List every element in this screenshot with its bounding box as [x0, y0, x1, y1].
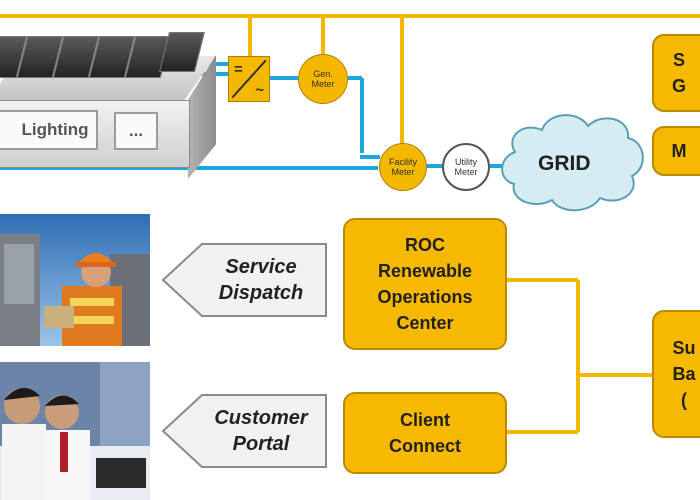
right-box-bottom-line3: (	[680, 390, 687, 410]
gen-meter: Gen.Meter	[298, 54, 348, 104]
roc-line1: ROC	[405, 235, 445, 255]
facility-meter-line2: Meter	[391, 167, 415, 177]
customer-portal-line1: Customer	[214, 407, 308, 429]
roc-line3: Operations	[377, 287, 473, 307]
service-dispatch-line1: Service	[225, 256, 297, 278]
grid-label: GRID	[538, 152, 591, 175]
client-connect-box: Client Connect	[343, 392, 507, 474]
roc-box: ROC Renewable Operations Center	[343, 218, 507, 350]
right-box-bottom-line2: Ba	[672, 364, 696, 384]
client-connect-line1: Client	[399, 410, 450, 430]
utility-meter-line1: Utility	[454, 157, 477, 167]
lighting-load: Lighting	[0, 110, 98, 150]
roc-line2: Renewable	[377, 261, 473, 281]
right-box-top-line2: G	[671, 76, 686, 96]
dc-symbol: =	[234, 61, 243, 78]
ac-symbol: ~	[255, 82, 264, 99]
technician-photo	[0, 214, 150, 346]
customer-portal-line2: Portal	[232, 433, 290, 455]
service-dispatch-line2: Dispatch	[218, 282, 304, 304]
roc-line4: Center	[396, 313, 454, 333]
gen-meter-line2: Meter	[311, 79, 335, 89]
right-box-middle: M	[652, 126, 700, 176]
client-connect-line2: Connect	[389, 436, 461, 456]
utility-meter-line2: Meter	[454, 167, 478, 177]
customer-portal-arrow: Customer Portal	[160, 391, 330, 471]
right-box-bottom-line1: Su	[672, 338, 696, 358]
gen-meter-line1: Gen.	[313, 69, 333, 79]
right-box-middle-label: M	[671, 141, 687, 161]
inverter: = ~	[228, 56, 270, 102]
service-dispatch-arrow: Service Dispatch	[160, 240, 330, 320]
facility-meter-line1: Facility	[388, 157, 417, 167]
other-loads: ...	[114, 112, 158, 150]
right-box-top-line1: S	[672, 50, 685, 70]
other-loads-label: ...	[128, 121, 144, 140]
lighting-label: Lighting	[21, 120, 89, 139]
grid-cloud	[501, 114, 644, 212]
customer-photo	[0, 362, 150, 500]
